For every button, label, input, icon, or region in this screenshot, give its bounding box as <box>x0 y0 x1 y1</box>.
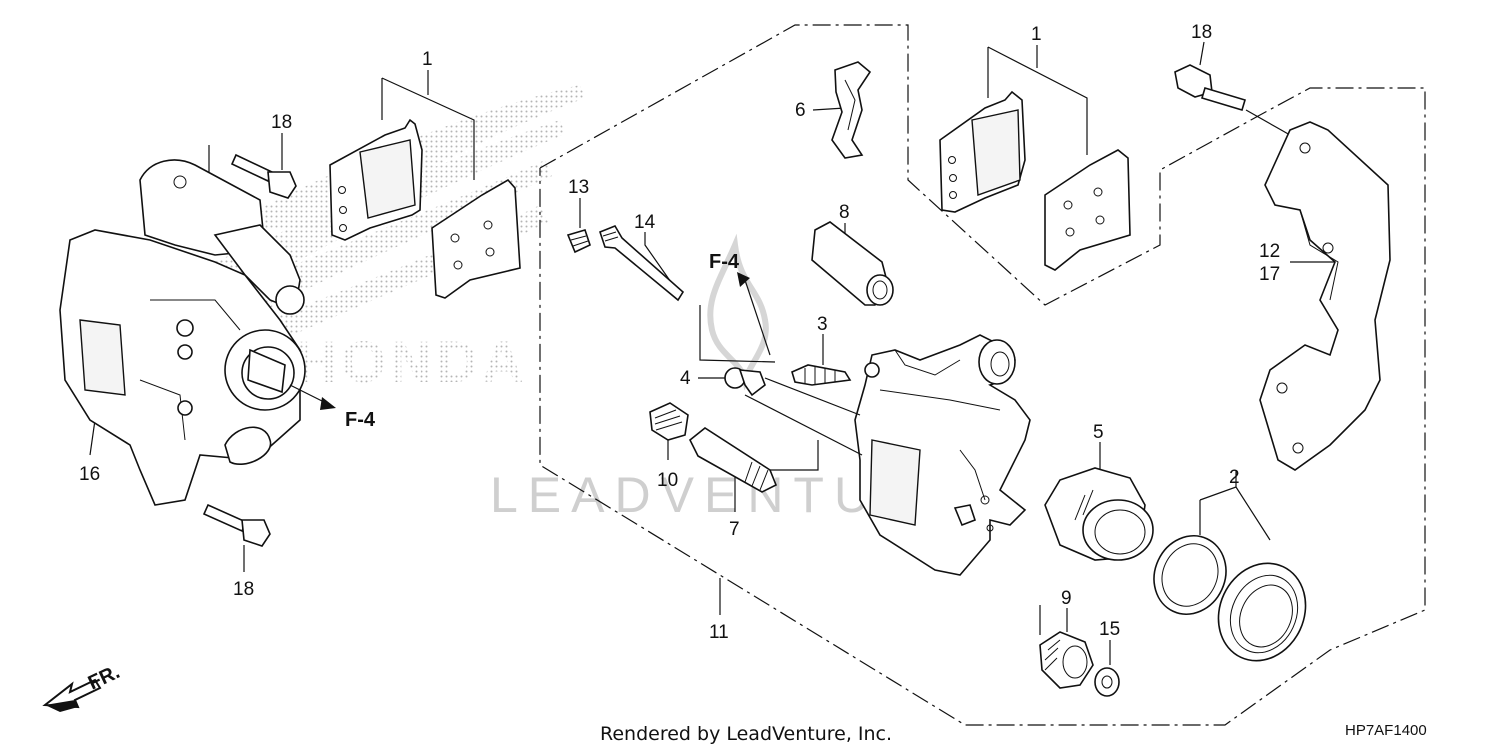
washer-15 <box>1094 667 1120 697</box>
f4-reference-left: F-4 <box>345 409 376 431</box>
bolt-18-bottom-left <box>202 503 271 547</box>
pin-bolt-7 <box>688 427 778 493</box>
callout-13: 13 <box>568 177 589 198</box>
callout-1-right: 1 <box>1031 24 1042 45</box>
f4-reference-center: F-4 <box>709 251 740 273</box>
leader-lines <box>89 41 1338 665</box>
callout-3: 3 <box>817 314 828 335</box>
caliper-bracket-12 <box>1259 121 1391 471</box>
front-direction-arrow: FR. <box>42 661 123 712</box>
caliper-assembly-16 <box>59 159 336 506</box>
callout-4: 4 <box>680 368 691 389</box>
callout-17: 17 <box>1259 264 1280 285</box>
callout-5: 5 <box>1093 422 1104 443</box>
callout-12: 12 <box>1259 241 1280 262</box>
piston-seals-2 <box>1153 535 1307 662</box>
caliper-body-11 <box>854 334 1031 576</box>
callout-18-bottom-left: 18 <box>233 579 254 600</box>
callout-10: 10 <box>657 470 678 491</box>
brake-pads-1-right <box>939 90 1131 271</box>
sleeve-8 <box>811 221 894 306</box>
callout-8: 8 <box>839 202 850 223</box>
caliper-connection-lines <box>744 377 863 456</box>
callout-15: 15 <box>1099 619 1120 640</box>
callout-11: 11 <box>709 622 729 643</box>
diagram-code: HP7AF1400 <box>1345 722 1427 739</box>
callout-7: 7 <box>729 519 740 540</box>
pad-pin-14 <box>599 225 685 302</box>
bleeder-screw-3 <box>791 364 852 386</box>
boot-10 <box>649 402 689 441</box>
bleeder-cap-4 <box>724 367 766 397</box>
callout-9: 9 <box>1061 588 1072 609</box>
bolt-18-top-right <box>1174 64 1246 111</box>
callout-18-top-right: 18 <box>1191 22 1212 43</box>
assembly-outline-11 <box>539 24 1426 726</box>
callout-2: 2 <box>1229 467 1240 488</box>
brake-pads-1-left <box>329 118 521 299</box>
honda-watermark-text: HONDA <box>295 330 528 395</box>
callout-labels: 1 1 2 3 4 5 6 7 8 9 10 11 12 13 14 15 16… <box>79 22 1280 643</box>
pad-spring-6 <box>831 61 872 159</box>
callout-16: 16 <box>79 464 100 485</box>
callout-14: 14 <box>634 212 656 233</box>
callout-6: 6 <box>795 100 806 121</box>
callout-1-left: 1 <box>422 49 433 70</box>
callout-18-top-left: 18 <box>271 112 292 133</box>
piston-5 <box>1044 467 1154 561</box>
pin-boot-13 <box>566 229 591 254</box>
rendered-by-credit: Rendered by LeadVenture, Inc. <box>600 723 892 745</box>
bolt-18-top-left <box>230 153 297 199</box>
boot-9 <box>1039 631 1094 689</box>
